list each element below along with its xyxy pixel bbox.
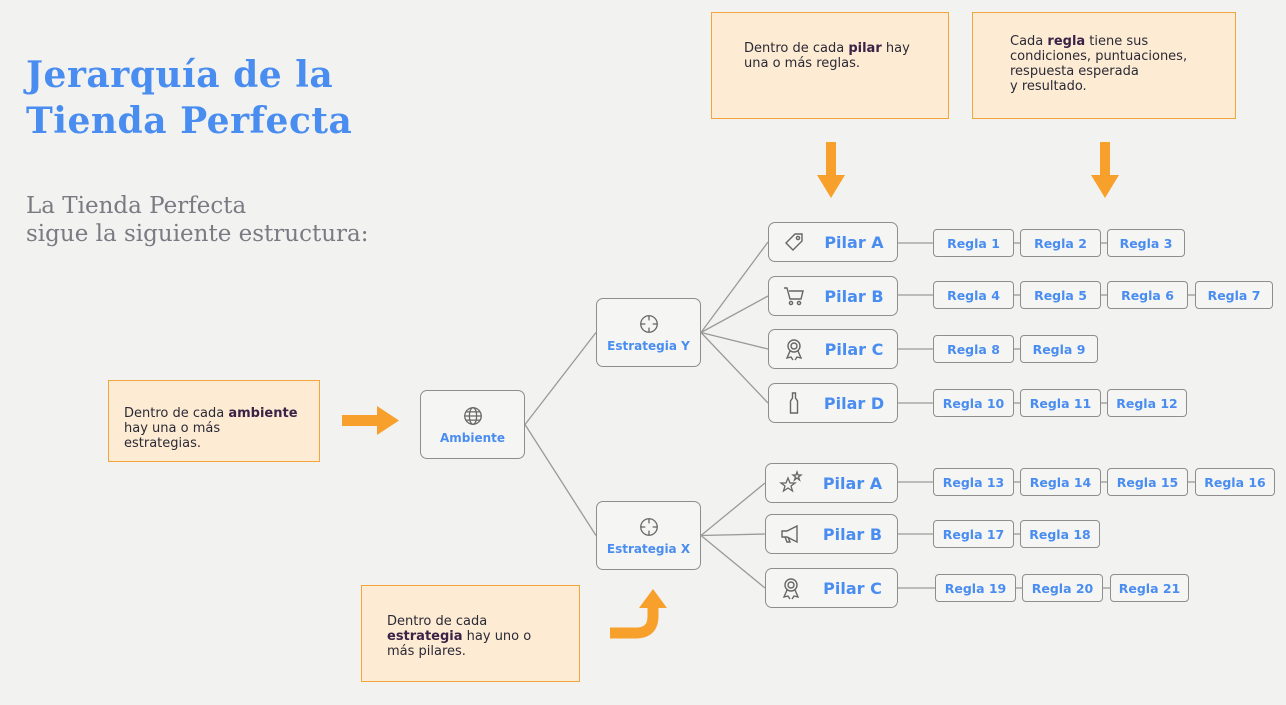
rule-3[interactable]: Regla 3 <box>1107 229 1185 257</box>
target-icon <box>639 315 658 333</box>
pillar-label: Pilar B <box>824 286 884 306</box>
rule-9[interactable]: Regla 9 <box>1020 335 1098 363</box>
pillar-x-b[interactable]: Pilar B <box>765 514 898 554</box>
connector-root-node-estrategia-x <box>524 424 597 536</box>
arrow-down-regla <box>1091 142 1119 198</box>
note-pilar: Dentro de cada pilar hay una o más regla… <box>711 12 949 119</box>
note-regla: Cada regla tiene sus condiciones, puntua… <box>972 12 1236 119</box>
page-title: Jerarquía de la Tienda Perfecta <box>26 54 353 142</box>
pillar-label: Pilar B <box>822 524 883 544</box>
note-ambiente: Dentro de cada ambiente hay una o más es… <box>108 380 320 462</box>
pillar-x-a[interactable]: Pilar A <box>765 463 898 503</box>
pillar-x-c[interactable]: Pilar C <box>765 568 898 608</box>
node-label: Ambiente <box>439 431 506 445</box>
rule-19[interactable]: Regla 19 <box>935 574 1016 602</box>
rule-12[interactable]: Regla 12 <box>1107 389 1187 417</box>
award-ribbon-icon <box>782 578 800 600</box>
globe-icon <box>463 407 482 425</box>
target-icon <box>639 518 658 536</box>
node-estrategia-x[interactable]: Estrategia X <box>596 501 701 570</box>
rule-10[interactable]: Regla 10 <box>933 389 1014 417</box>
rule-6[interactable]: Regla 6 <box>1107 281 1188 309</box>
connector-node-estrategia-x-pillar-x-a <box>700 482 766 537</box>
pillar-label: Pilar C <box>823 578 882 598</box>
rule-16[interactable]: Regla 16 <box>1195 468 1275 496</box>
stars-icon <box>779 470 803 493</box>
connector-node-estrategia-x-pillar-x-b <box>700 533 766 537</box>
tag-icon <box>785 233 803 251</box>
award-ribbon-icon <box>785 339 803 361</box>
rule-5[interactable]: Regla 5 <box>1020 281 1101 309</box>
rule-8[interactable]: Regla 8 <box>933 335 1014 363</box>
pillar-label: Pilar A <box>822 473 883 493</box>
rule-13[interactable]: Regla 13 <box>933 468 1014 496</box>
connector-node-estrategia-x-pillar-x-c <box>700 534 766 589</box>
arrow-curved-up-estrategia <box>610 589 667 639</box>
rule-21[interactable]: Regla 21 <box>1110 574 1189 602</box>
connector-node-estrategia-y-pillar-y-b <box>700 295 769 334</box>
rule-17[interactable]: Regla 17 <box>933 520 1014 548</box>
pillar-label: Pilar A <box>824 232 884 252</box>
node-label: Estrategia X <box>606 542 691 556</box>
shopping-cart-icon <box>784 287 804 306</box>
page-subtitle: La Tienda Perfecta sigue la siguiente es… <box>26 193 369 247</box>
rule-18[interactable]: Regla 18 <box>1020 520 1100 548</box>
pillar-label: Pilar C <box>824 339 884 359</box>
connector-node-estrategia-y-pillar-y-d <box>700 332 769 404</box>
arrow-right-ambiente <box>342 406 399 435</box>
pillar-y-a[interactable]: Pilar A <box>768 222 898 262</box>
node-label: Estrategia Y <box>607 339 690 353</box>
rule-11[interactable]: Regla 11 <box>1020 389 1101 417</box>
node-ambiente[interactable]: Ambiente <box>420 390 525 459</box>
pillar-y-b[interactable]: Pilar B <box>768 276 898 316</box>
pillar-y-d[interactable]: Pilar D <box>768 383 898 423</box>
node-estrategia-y[interactable]: Estrategia Y <box>596 298 701 367</box>
connector-root-node-estrategia-y <box>524 332 597 425</box>
rule-2[interactable]: Regla 2 <box>1020 229 1101 257</box>
arrow-down-pilar <box>817 142 845 198</box>
note-estrategia: Dentro de cada estrategia hay uno o más … <box>361 585 580 682</box>
rule-7[interactable]: Regla 7 <box>1195 281 1273 309</box>
rule-1[interactable]: Regla 1 <box>933 229 1014 257</box>
connector-node-estrategia-y-pillar-y-c <box>700 331 769 350</box>
rule-15[interactable]: Regla 15 <box>1107 468 1188 496</box>
rule-20[interactable]: Regla 20 <box>1022 574 1103 602</box>
connector-node-estrategia-y-pillar-y-a <box>700 241 769 333</box>
megaphone-icon <box>781 524 798 544</box>
bottle-icon <box>789 392 799 414</box>
pillar-label: Pilar D <box>823 393 885 413</box>
pillar-y-c[interactable]: Pilar C <box>768 329 898 369</box>
rule-14[interactable]: Regla 14 <box>1020 468 1101 496</box>
rule-4[interactable]: Regla 4 <box>933 281 1014 309</box>
